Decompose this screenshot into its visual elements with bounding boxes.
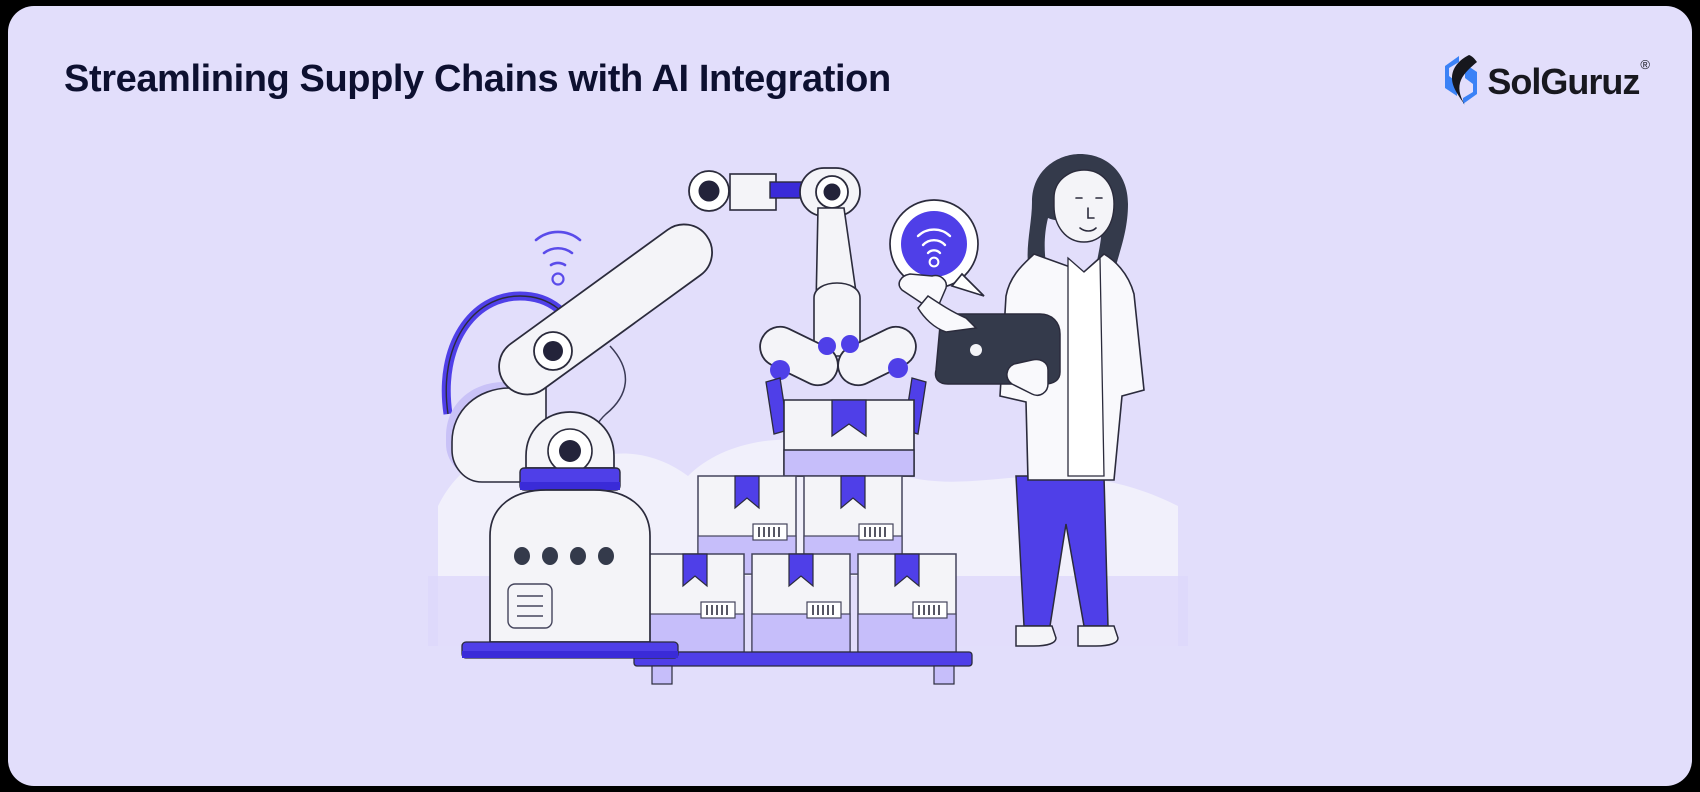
technician-figure	[898, 154, 1145, 647]
warehouse-ai-automation-illustration	[428, 146, 1188, 686]
box-bottom-left	[645, 553, 745, 653]
technician-features	[1075, 197, 1103, 232]
logo-wordmark-text: SolGuruz	[1487, 61, 1640, 102]
registered-trademark-icon: ®	[1640, 57, 1650, 72]
wifi-signal-icon	[534, 230, 582, 286]
box-bottom-middle	[751, 553, 851, 653]
technician-shoes	[1015, 625, 1119, 647]
robot-forearm	[813, 207, 861, 357]
robot-base	[461, 411, 679, 659]
box-stack	[645, 475, 957, 653]
page-title: Streamlining Supply Chains with AI Integ…	[64, 58, 891, 100]
wifi-icon	[916, 228, 952, 268]
robot-upper-arm	[498, 170, 730, 396]
technician-face	[1053, 169, 1115, 243]
logo-wordmark: SolGuruz®	[1487, 58, 1650, 102]
robot-control-panel[interactable]	[507, 583, 553, 629]
banner-header: Streamlining Supply Chains with AI Integ…	[8, 6, 1692, 136]
technician-pointing-hand	[898, 273, 978, 333]
illustration-canvas	[428, 154, 1188, 685]
brand-logo[interactable]: SolGuruz®	[1439, 54, 1650, 106]
speech-bubble-wifi	[889, 199, 985, 297]
pallet	[633, 651, 973, 685]
gripped-box	[783, 399, 915, 477]
technician-support-hand	[1006, 358, 1049, 396]
box-bottom-right	[857, 553, 957, 653]
robot-shoulder	[446, 382, 547, 483]
solguruz-s-mark-icon	[1445, 55, 1478, 105]
banner-card: Streamlining Supply Chains with AI Integ…	[8, 6, 1692, 786]
robot-indicator-lights	[514, 547, 614, 565]
